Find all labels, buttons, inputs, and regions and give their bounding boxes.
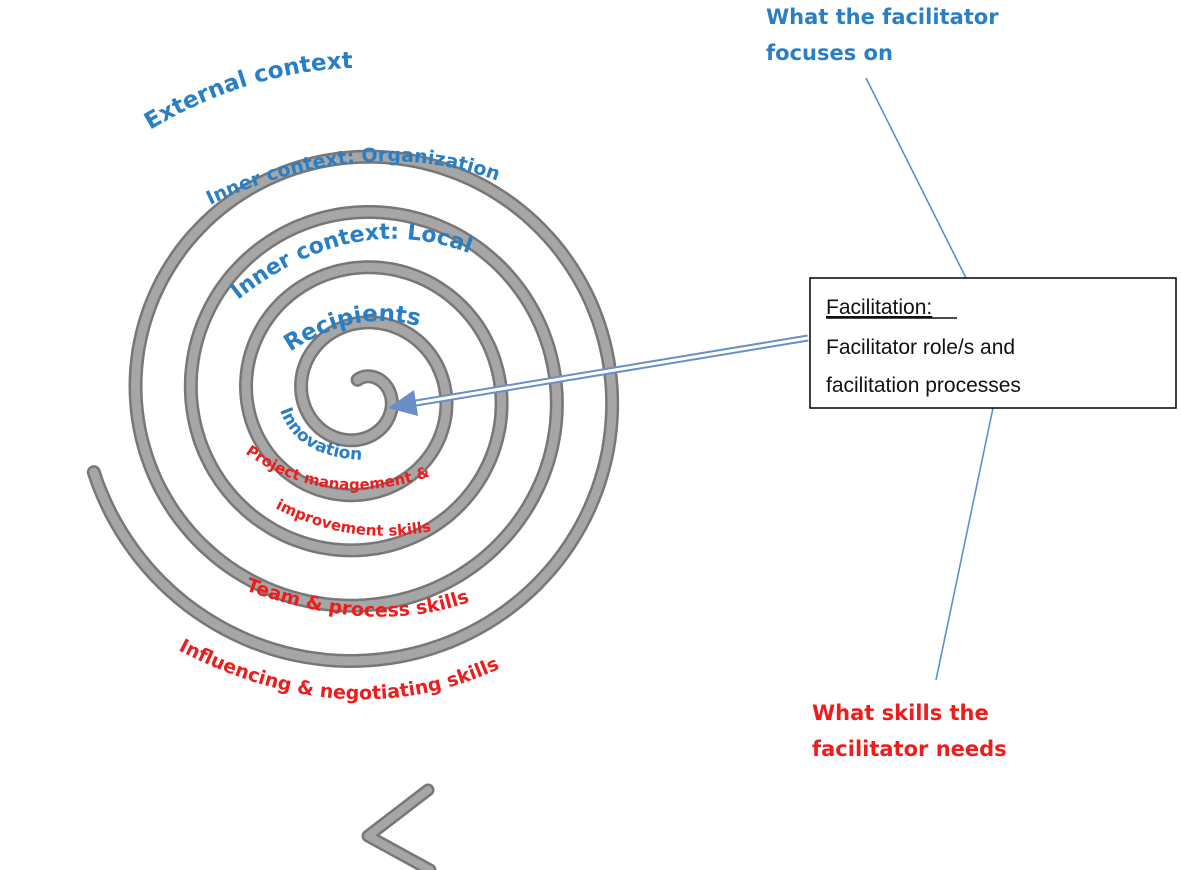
spiral-arrowhead-inner <box>364 786 434 870</box>
focus-heading-line1: What the facilitator <box>766 5 999 29</box>
facilitation-arrow <box>388 334 809 416</box>
label-external-context: External context <box>140 48 353 135</box>
facilitation-box-title: Facilitation: <box>826 296 932 319</box>
facilitation-box: Facilitation: Facilitator role/s and fac… <box>809 277 1177 409</box>
skills-heading-line2: facilitator needs <box>812 737 1007 761</box>
spiral-line <box>89 152 617 666</box>
focus-heading-line2: focuses on <box>766 41 893 65</box>
label-improvement-skills-text: improvement skills <box>273 496 432 540</box>
spiral <box>86 149 620 870</box>
focus-connector-line <box>865 77 967 279</box>
label-external-context-text: External context <box>140 48 353 135</box>
facilitation-box-line2: facilitation processes <box>826 374 1021 397</box>
skills-heading-line1: What skills the <box>812 701 989 725</box>
skills-connector-line <box>935 407 994 681</box>
facilitation-arrowhead <box>388 390 418 416</box>
label-improvement-skills: improvement skills <box>273 496 432 540</box>
facilitation-box-line1: Facilitator role/s and <box>826 336 1015 359</box>
